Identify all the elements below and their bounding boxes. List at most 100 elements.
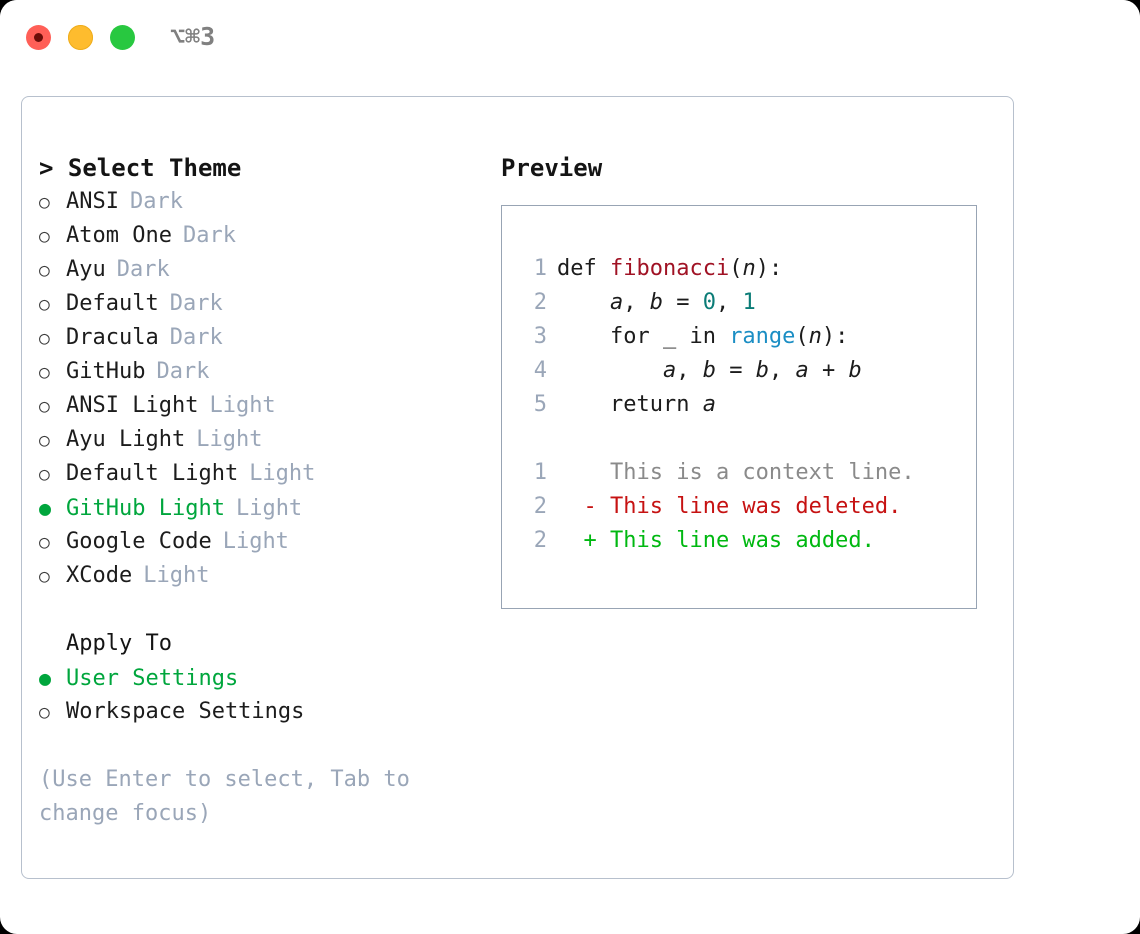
code-token: return [557, 392, 703, 417]
radio-unselected-icon: ○ [39, 294, 50, 315]
code-line: 3 for _ in range(n): [519, 320, 970, 354]
code-token: 0 [702, 290, 716, 315]
code-token: b [649, 290, 663, 315]
apply-to-item[interactable]: ● User Settings [39, 661, 489, 695]
code-token: a [662, 358, 677, 383]
theme-name-label: Ayu Light [66, 427, 186, 452]
code-token: + [808, 358, 849, 383]
theme-list-item[interactable]: ○ Default Dark [39, 287, 489, 321]
radio-selected-icon: ● [39, 496, 52, 520]
radio-selected-icon: ● [39, 666, 52, 690]
code-token: ( [729, 256, 743, 281]
code-text: for _ in range(n): [557, 320, 848, 354]
theme-name-label: Google Code [66, 529, 212, 554]
radio-unselected-icon: ○ [39, 702, 50, 723]
code-text: a, b = b, a + b [557, 354, 862, 388]
radio-unselected-icon: ○ [39, 532, 50, 553]
code-token: a [609, 290, 624, 315]
code-token: = [662, 290, 703, 315]
radio-unselected-icon: ○ [39, 396, 50, 417]
theme-name-label: Default [66, 291, 159, 316]
code-line: 4 a, b = b, a + b [519, 354, 970, 388]
code-token [557, 290, 610, 315]
theme-variant-tag: Dark [116, 257, 170, 282]
code-token: , [715, 290, 743, 315]
caret-prompt-icon: > [39, 154, 68, 182]
radio-unselected-icon: ○ [39, 566, 50, 587]
radio-unselected-icon: ○ [39, 362, 50, 383]
code-token: , [623, 290, 650, 315]
theme-variant-tag: Light [143, 563, 210, 588]
theme-name-label: Atom One [66, 223, 172, 248]
theme-list-item[interactable]: ○ XCode Light [39, 559, 489, 593]
code-line: 2 a, b = 0, 1 [519, 286, 970, 320]
theme-name-label: Ayu [66, 257, 106, 282]
close-button-icon[interactable] [26, 25, 51, 50]
theme-name-label: GitHub [66, 359, 146, 384]
apply-to-item[interactable]: ○ Workspace Settings [39, 695, 489, 729]
radio-unselected-icon: ○ [39, 464, 50, 485]
theme-variant-tag: Light [249, 461, 316, 486]
apply-to-label: User Settings [66, 666, 239, 691]
line-number: 2 [533, 528, 547, 553]
theme-variant-tag: Light [235, 496, 303, 521]
theme-variant-tag: Light [196, 427, 263, 452]
code-token: , [768, 358, 796, 383]
radio-unselected-icon: ○ [39, 226, 50, 247]
theme-variant-tag: Dark [169, 291, 223, 316]
diff-text: This is a context line. [557, 460, 915, 485]
theme-name-label: Default Light [66, 461, 239, 486]
code-token: n [742, 256, 756, 281]
keyboard-hint-text: (Use Enter to select, Tab to change focu… [39, 767, 424, 826]
preview-heading: Preview [501, 154, 603, 182]
line-number: 2 [533, 494, 547, 519]
line-number: 4 [533, 358, 547, 383]
theme-list-item[interactable]: ○ Atom One Dark [39, 219, 489, 253]
code-text: a, b = 0, 1 [557, 286, 756, 320]
theme-list-item[interactable]: ○ Default Light Light [39, 457, 489, 491]
code-token: fibonacci [609, 256, 730, 281]
theme-name-label: XCode [66, 563, 133, 588]
theme-name-label: ANSI [66, 189, 119, 214]
code-text: return a [557, 388, 716, 422]
apply-to-list: ● User Settings ○ Workspace Settings [39, 661, 489, 729]
line-number: 5 [533, 392, 547, 417]
theme-variant-tag: Dark [182, 223, 236, 248]
diff-sample: 1 This is a context line. 2 - This line w… [519, 456, 970, 558]
code-token: 1 [742, 290, 756, 315]
theme-variant-tag: Light [222, 529, 289, 554]
minimize-button-icon[interactable] [68, 25, 93, 50]
code-token: n [808, 324, 822, 349]
code-token: , [676, 358, 703, 383]
code-token: ): [755, 256, 783, 281]
line-number: 2 [533, 290, 547, 315]
code-token: ( [795, 324, 809, 349]
code-text: def fibonacci(n): [557, 252, 782, 286]
code-token: = [715, 358, 756, 383]
code-diff-separator [519, 422, 970, 456]
title-bar: ⌥⌘3 [0, 0, 1140, 76]
diff-line: 1 This is a context line. [519, 456, 970, 490]
apply-to-label: Workspace Settings [66, 699, 305, 724]
code-token: ): [821, 324, 849, 349]
code-token: a [702, 392, 716, 417]
theme-list-item[interactable]: ○ Google Code Light [39, 525, 489, 559]
diff-text: + This line was added. [557, 528, 875, 553]
theme-variant-tag: Dark [129, 189, 183, 214]
diff-text: - This line was deleted. [557, 494, 902, 519]
zoom-button-icon[interactable] [110, 25, 135, 50]
traffic-light-group [26, 25, 135, 50]
